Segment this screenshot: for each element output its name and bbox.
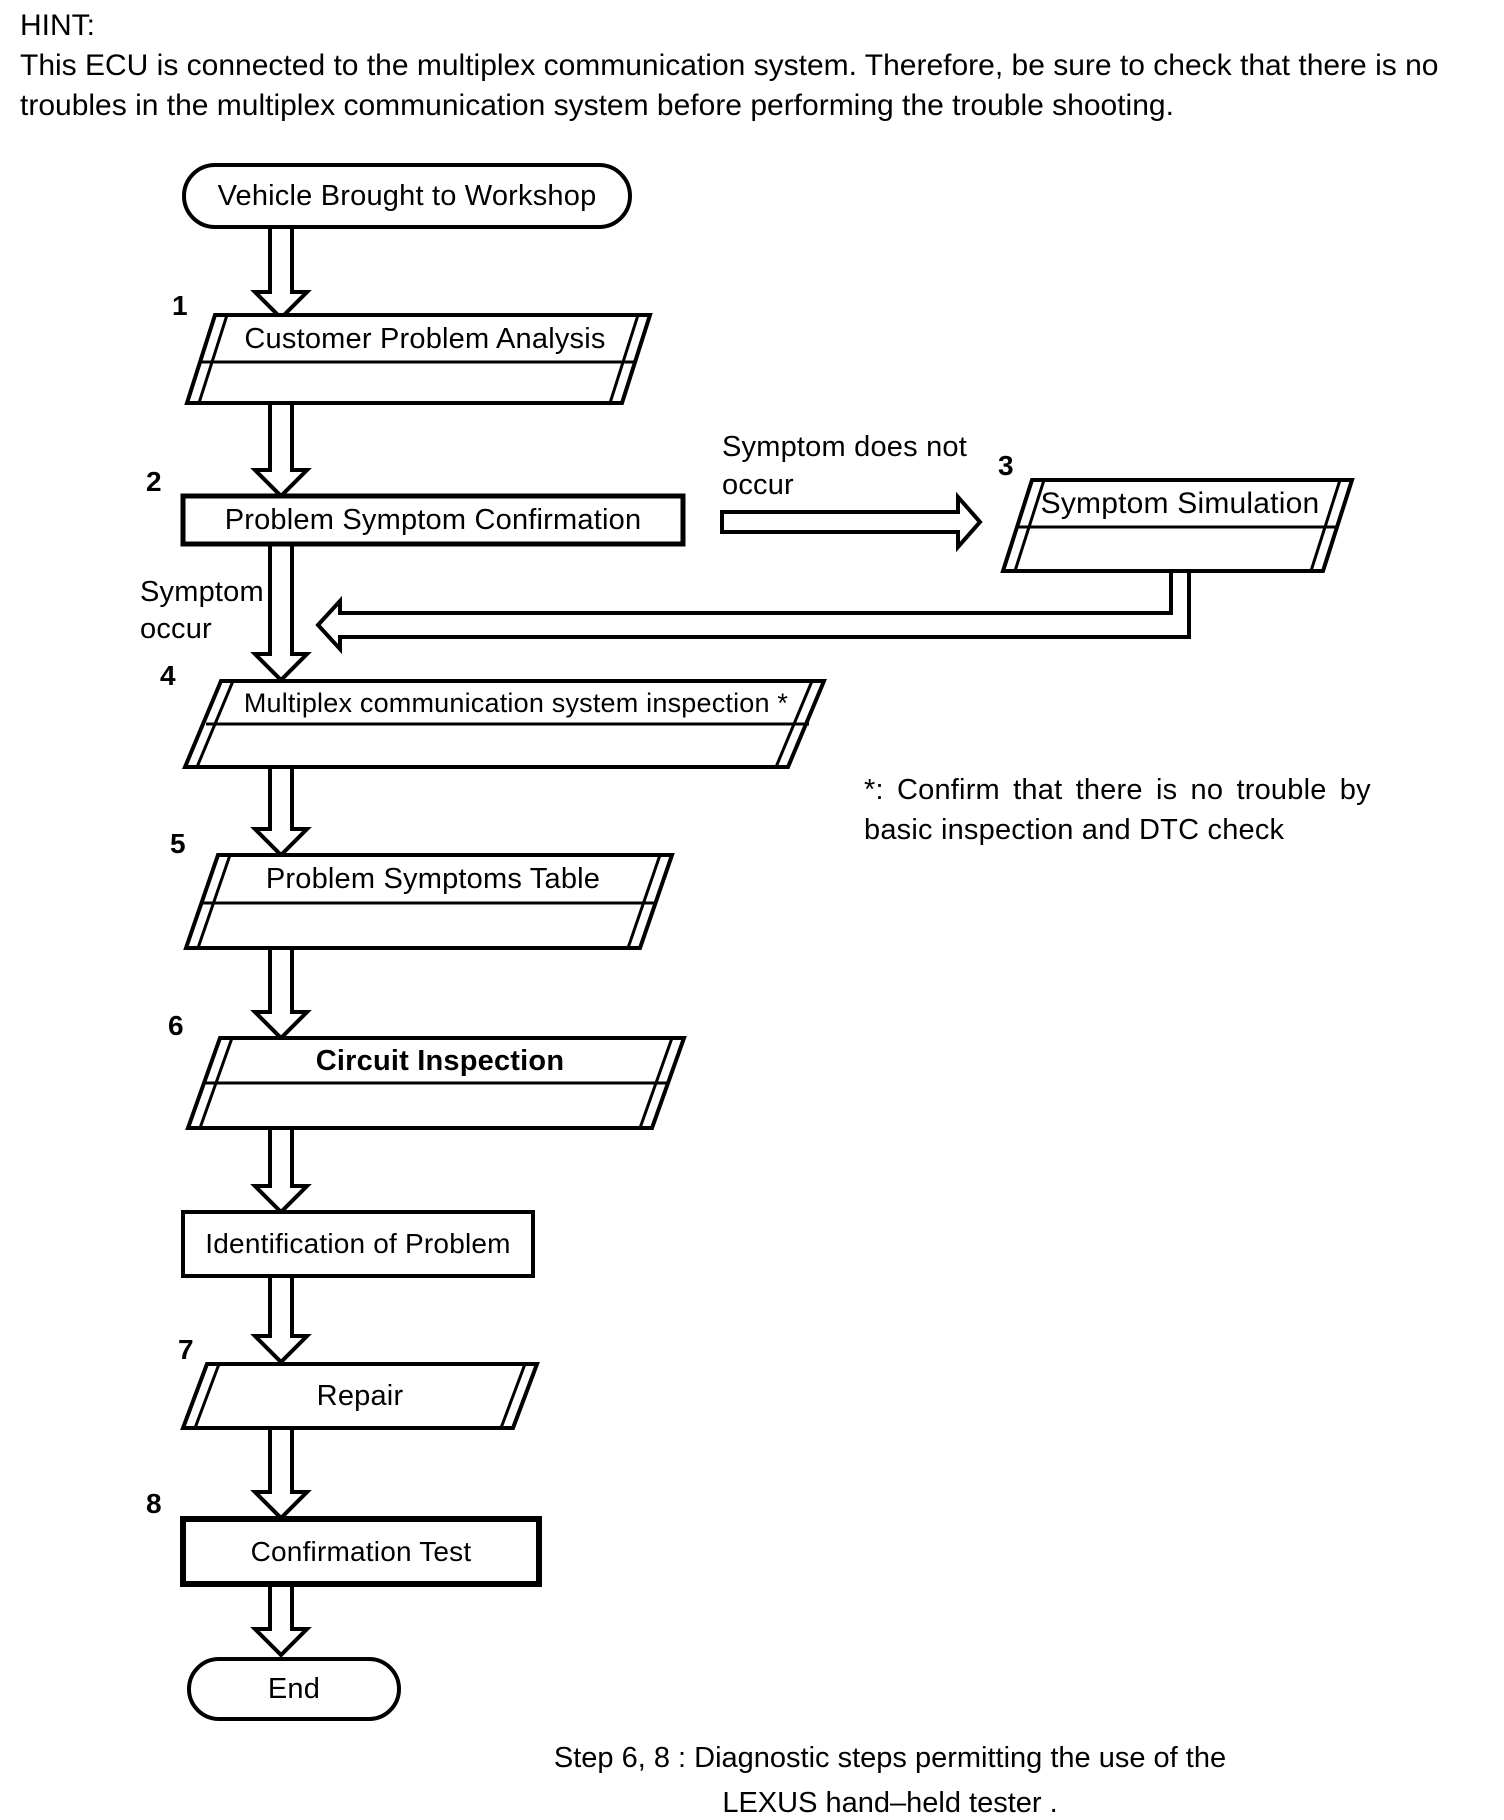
step6-number: 6 — [168, 1010, 184, 1041]
flow-arrows — [250, 225, 312, 1658]
footer-note: Step 6, 8 : Diagnostic steps permitting … — [500, 1736, 1280, 1820]
hint-label: HINT: — [20, 9, 95, 42]
step4-parallelogram — [181, 679, 828, 769]
end-node-label: End — [267, 1672, 321, 1705]
branch-no-line2: occur — [722, 469, 794, 501]
asterisk-note: *: Confirm that there is no trouble by b… — [864, 770, 1371, 850]
hint-block: HINT: This ECU is connected to the multi… — [20, 6, 1480, 126]
footer-note-line2: LEXUS hand–held tester . — [722, 1787, 1058, 1819]
branch-right-arrow — [720, 491, 983, 553]
step4-number: 4 — [160, 660, 176, 691]
step5-number: 5 — [170, 828, 186, 859]
step2-number: 2 — [146, 466, 162, 497]
step8-number: 8 — [146, 1488, 162, 1519]
step5-parallelogram — [183, 853, 675, 950]
step2-rectangle — [180, 493, 686, 547]
branch-no-label: Symptom does not occur — [722, 428, 967, 504]
step6-parallelogram — [185, 1036, 687, 1130]
identification-label: Identification of Problem — [205, 1228, 511, 1259]
step1-label: Customer Problem Analysis — [244, 323, 606, 355]
branch-yes-label: Symptom occur — [140, 574, 264, 648]
step8-label: Confirmation Test — [250, 1535, 472, 1567]
step6-label: Circuit Inspection — [315, 1044, 565, 1077]
step7-number: 7 — [178, 1334, 194, 1365]
branch-no-line1: Symptom does not — [722, 431, 967, 463]
footer-note-line1: Step 6, 8 : Diagnostic steps permitting … — [553, 1742, 1227, 1774]
hint-line1: This ECU is connected to the multiplex c… — [20, 49, 1439, 82]
step3-number: 3 — [998, 450, 1014, 481]
asterisk-note-line1: *: Confirm that there is no trouble by — [864, 774, 1371, 806]
identification-rectangle — [181, 1210, 535, 1278]
step1-number: 1 — [172, 290, 188, 321]
end-terminator-shape — [187, 1657, 401, 1721]
asterisk-note-line2: basic inspection and DTC check — [864, 814, 1285, 846]
step7-parallelogram — [180, 1362, 540, 1430]
start-terminator-shape — [182, 163, 632, 229]
step7-label: Repair — [316, 1379, 404, 1412]
step4-label: Multiplex communication system inspectio… — [243, 688, 789, 718]
branch-yes-line2: occur — [140, 613, 212, 645]
step3-label: Symptom Simulation — [1040, 487, 1320, 520]
step2-label: Problem Symptom Confirmation — [224, 503, 642, 536]
step8-rectangle — [180, 1516, 542, 1587]
return-arrow — [315, 569, 1191, 655]
step3-parallelogram — [1000, 478, 1355, 573]
start-node-label: Vehicle Brought to Workshop — [217, 179, 597, 212]
step5-label: Problem Symptoms Table — [265, 863, 601, 895]
hint-line2: troubles in the multiplex communication … — [20, 89, 1174, 122]
branch-yes-line1: Symptom — [140, 576, 264, 608]
step1-parallelogram — [184, 313, 653, 405]
